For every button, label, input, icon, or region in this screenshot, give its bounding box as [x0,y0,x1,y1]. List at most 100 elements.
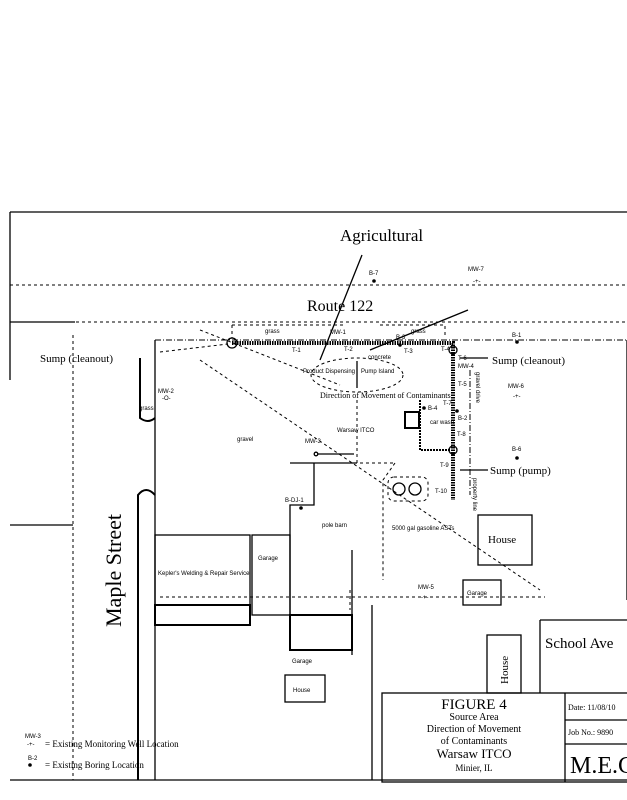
house-1 [477,514,533,566]
tank-icon [408,482,422,496]
warsaw-building-label: Warsaw ITCO [337,428,375,434]
garage-2-label: Garage [292,659,313,665]
keplers-label: Kepler's Welding & Repair Service [158,571,250,577]
product-dispensing-label: Product Dispensing [303,369,355,375]
point-label: T-1 [292,348,301,354]
boring-locations: B-7 B-1 B-6 B-4 B-DJ-1 B-3 B-2 [285,271,522,510]
sump-pump-label: Sump (pump) [490,465,551,477]
gravel-label: gravel [237,437,253,443]
figure-title-line: Direction of Movement [427,724,522,735]
point-label: MW-5 [418,585,435,591]
boring-point [372,279,376,283]
figure-title-line: Source Area [449,712,499,723]
site-location: Minier, IL [455,763,492,773]
well-icon [313,451,319,457]
title-block-frame [381,692,627,783]
legend-mw-symbol: MW-3 [25,734,42,740]
point-label: MW-7 [468,267,485,273]
monitoring-wells: MW-7-+- MW-6-+- MW-2-O- MW-3 MW-4 MW-5-+… [158,267,525,601]
figure-number: FIGURE 4 [441,697,507,713]
ast-enclosure [387,476,429,502]
tank-icon [392,482,406,496]
point-label: T-8 [457,432,466,438]
well-icon: -+- [27,742,35,748]
point-label: T-9 [440,463,449,469]
boring-point [299,506,303,510]
well-icon: -+- [473,279,481,285]
garage-3 [462,579,502,606]
car-wash-box [404,411,420,429]
grass-borders [231,324,446,338]
date: Date: 11/08/10 [568,703,615,712]
direction-arrow-northeast [369,309,469,351]
point-label: B-2 [458,416,468,422]
grass-label-left: grass [139,406,154,412]
gravel-drive-label: gravel drive [474,372,480,404]
garage-1 [251,534,291,616]
grass-label-top: grass [265,329,280,335]
tank-labels: T-1 T-2 T-3 T-4 T-5 T-6 T-7 T-8 T-9 T-10 [292,347,467,495]
house-3 [284,674,326,703]
well-icon: -+- [513,394,521,400]
house-3-label: House [293,688,311,694]
pole-barn-outline [289,463,315,615]
pump-island-area [310,357,404,393]
boring-point [455,409,459,413]
garage-1-label: Garage [258,556,279,562]
garage-3-label: Garage [467,591,488,597]
point-label: B-1 [512,333,522,339]
point-label: B-6 [512,447,522,453]
site-name: Warsaw ITCO [436,746,511,761]
well-icon: -+- [421,595,429,601]
point-label: B-7 [369,271,379,277]
boring-point [515,340,519,344]
grass-island [139,358,156,422]
direction-label: Direction of Movement of Contaminants [320,391,451,400]
grass-label-right: grass [411,329,426,335]
pump-island-label: Pump Island [361,369,394,375]
keplers-building [154,534,251,606]
point-label: T-5 [458,382,467,388]
legend-boring-text: = Existing Boring Location [45,760,144,770]
ast-boundary [382,462,396,580]
company-logo: M.E.C [570,753,627,779]
direction-arrow-north [319,254,363,361]
tanks-label: 5000 gal gasoline ASTs [392,526,454,532]
boring-point [422,406,426,410]
route-122-label: Route 122 [307,298,373,315]
car-wash-label: car wash [430,420,454,426]
drain-line [199,329,341,386]
school-ave-label: School Ave [545,636,614,652]
boring-point [398,343,402,347]
legend-boring-symbol: B-2 [28,756,38,762]
point-label: B-4 [428,406,438,412]
point-label: T-3 [404,349,413,355]
agricultural-label: Agricultural [340,226,423,245]
point-label: T-7 [443,401,452,407]
house-2-label: House [499,656,511,684]
job-number: Job No.: 9890 [568,728,613,737]
property-line-label: property line [471,478,477,512]
point-label: T-4 [441,347,450,353]
legend: MW-3 -+- = Existing Monitoring Well Loca… [25,734,179,770]
sump-cleanout-right-marker [448,345,458,355]
point-label: B-3 [396,335,406,341]
point-label: MW-2 [158,389,175,395]
point-label: MW-6 [508,384,525,390]
point-label: T-10 [435,489,448,495]
keplers-annex [154,604,251,626]
point-label: MW-1 [330,330,347,336]
boring-point [515,456,519,460]
concrete-label: concrete [368,355,392,361]
garage-2 [289,614,353,651]
cross-section-line [199,359,541,591]
title-block: FIGURE 4 Source Area Direction of Moveme… [381,692,627,783]
point-label: MW-3 [305,439,322,445]
house-1-label: House [488,534,516,546]
sump-cleanout-left-label: Sump (cleanout) [40,353,113,365]
well-icon: -O- [162,396,171,402]
product-line [232,341,455,500]
point-label: B-DJ-1 [285,498,304,504]
curb-island [137,489,156,780]
